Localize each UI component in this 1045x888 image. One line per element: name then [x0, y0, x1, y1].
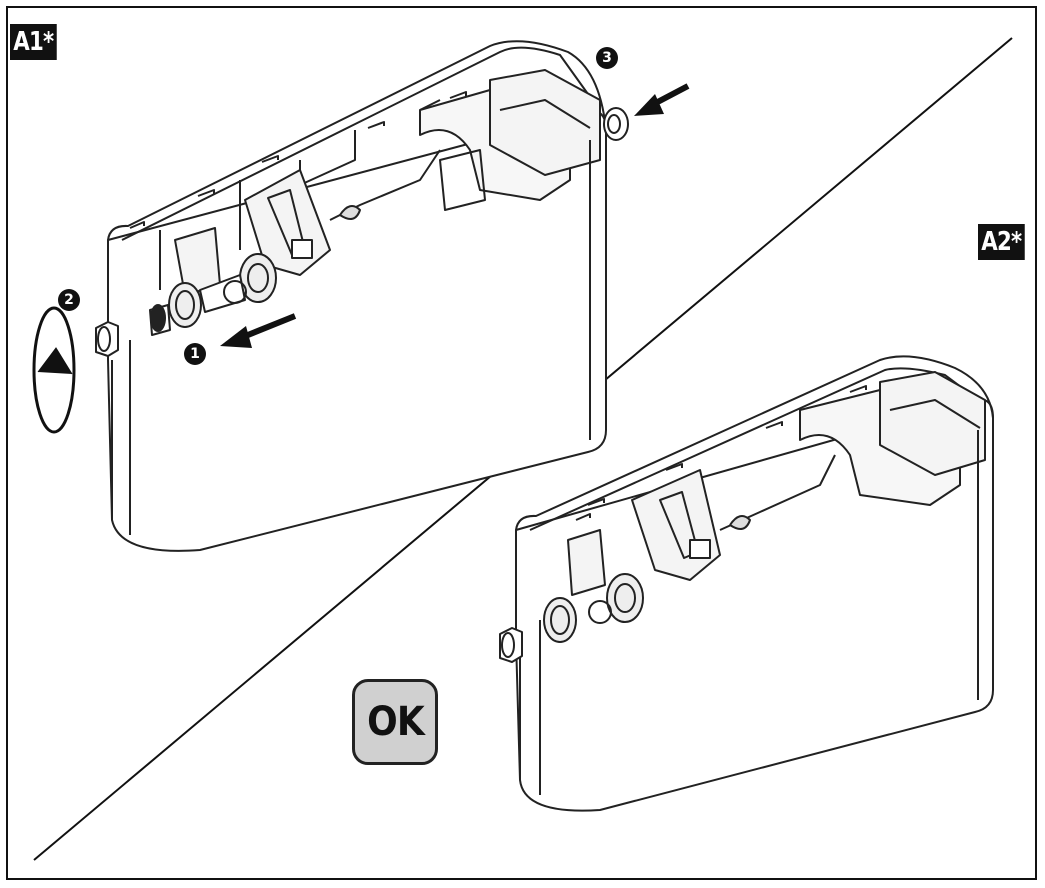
callout-1: 1 [184, 343, 206, 365]
rotation-arrow-icon [32, 306, 76, 434]
push-arrow-icon [220, 313, 297, 348]
callout-2: 2 [58, 289, 80, 311]
ok-badge: OK [352, 679, 438, 765]
ok-label: OK [366, 699, 425, 745]
step-label-a1: A1* [10, 24, 57, 60]
cistern-a2-illustration [499, 355, 994, 812]
step-label-a2: A2* [978, 224, 1025, 260]
insert-arrow-icon [634, 83, 690, 116]
plug-cap-part [603, 107, 629, 141]
callout-3: 3 [596, 47, 618, 69]
cistern-a1-illustration [95, 40, 607, 552]
